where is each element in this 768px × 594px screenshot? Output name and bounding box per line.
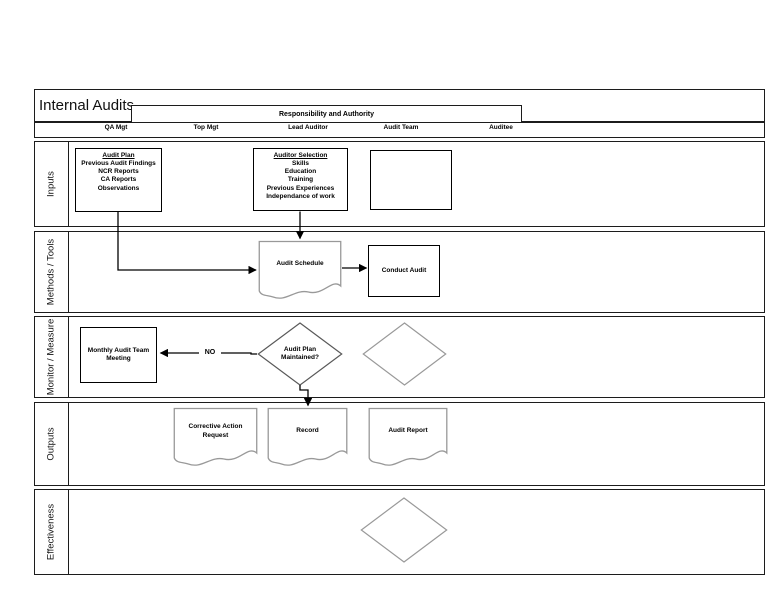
audit-plan-input-box: Audit Plan Previous Audit Findings NCR R… <box>75 148 162 212</box>
audit-plan-maintained-decision: Audit Plan Maintained? <box>257 322 343 386</box>
effectiveness-empty-diamond <box>360 497 448 563</box>
auditor-selection-input-box: Auditor Selection Skills Education Train… <box>253 148 348 211</box>
column-header-audit-team: Audit Team <box>383 124 419 131</box>
audit-schedule-label: Audit Schedule <box>276 260 324 268</box>
lane-label-inputs: Inputs <box>45 171 57 197</box>
column-header-auditee: Auditee <box>489 124 513 131</box>
title-band: Internal Audits Responsibility and Autho… <box>34 89 765 123</box>
input-line: Skills <box>292 160 309 168</box>
audit-report-document: Audit Report <box>368 407 448 469</box>
audit-team-empty-input-box <box>370 150 452 210</box>
lane-label-cell: Monitor / Measure <box>35 317 69 397</box>
input-line: Observations <box>97 184 140 192</box>
corrective-action-request-label: Corrective Action Request <box>188 423 243 439</box>
column-header-band: QA Mgt Top Mgt Lead Auditor Audit Team A… <box>34 122 765 138</box>
lane-label-outputs: Outputs <box>45 427 57 461</box>
input-line: Previous Audit Findings <box>81 160 156 168</box>
conduct-audit-box: Conduct Audit <box>368 245 440 297</box>
record-label: Record <box>296 427 319 435</box>
audit-plan-heading: Audit Plan <box>102 152 135 159</box>
input-line: Previous Experiences <box>266 184 335 192</box>
input-line: Independance of work <box>266 192 335 200</box>
empty-decision-diamond <box>362 322 447 386</box>
lane-label-cell: Effectiveness <box>35 490 69 574</box>
lane-label-monitor-measure: Monitor / Measure <box>45 318 57 396</box>
page-title: Internal Audits <box>39 97 135 114</box>
monthly-audit-team-meeting-box: Monthly Audit Team Meeting <box>80 327 157 383</box>
no-branch-label: NO <box>199 347 221 358</box>
input-line: Education <box>284 168 317 176</box>
lane-label-cell: Inputs <box>35 142 69 226</box>
lane-label-cell: Outputs <box>35 403 69 485</box>
banner-responsibility-authority: Responsibility and Authority <box>131 105 522 123</box>
audit-schedule-document: Audit Schedule <box>258 240 342 302</box>
lane-label-effectiveness: Effectiveness <box>45 503 57 561</box>
audit-report-label: Audit Report <box>388 427 428 435</box>
meeting-label: Monthly Audit Team Meeting <box>87 346 150 362</box>
conduct-audit-label: Conduct Audit <box>381 266 427 274</box>
input-line: NCR Reports <box>98 168 139 176</box>
corrective-action-request-document: Corrective Action Request <box>173 407 258 469</box>
column-header-qa-mgt: QA Mgt <box>104 124 128 131</box>
input-line: CA Reports <box>100 176 137 184</box>
lane-label-methods-tools: Methods / Tools <box>45 238 57 306</box>
record-document: Record <box>267 407 348 469</box>
auditor-selection-heading: Auditor Selection <box>273 152 328 159</box>
column-header-top-mgt: Top Mgt <box>193 124 219 131</box>
column-header-lead-auditor: Lead Auditor <box>288 124 328 131</box>
input-line: Training <box>287 176 314 184</box>
lane-label-cell: Methods / Tools <box>35 232 69 312</box>
decision-label: Audit Plan Maintained? <box>281 345 319 361</box>
